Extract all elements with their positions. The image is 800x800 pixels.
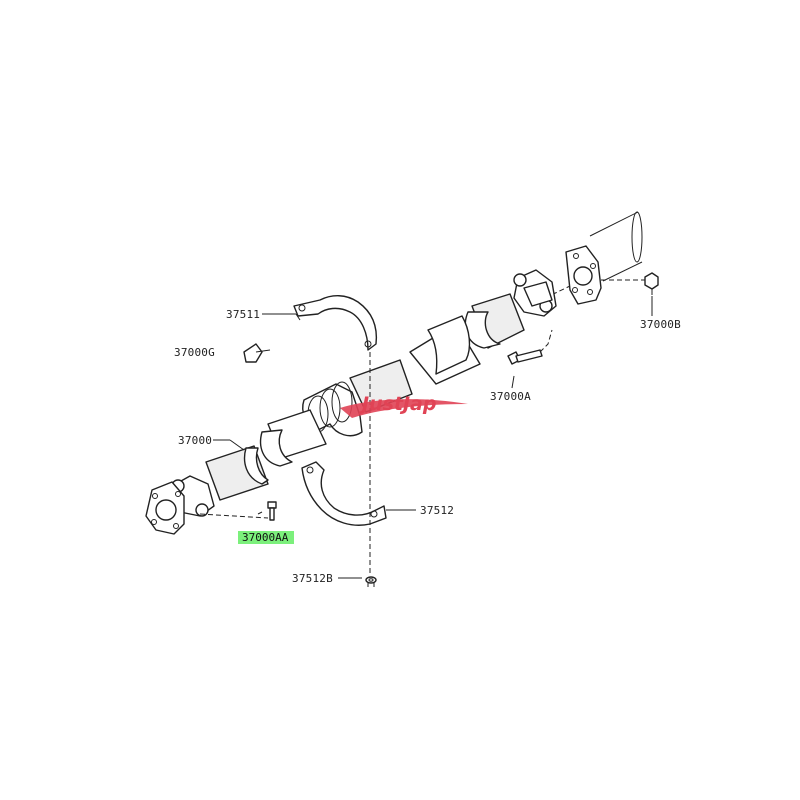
label-37000AA[interactable]: 37000AA [242,531,289,544]
center-bracket-upper [293,295,378,351]
label-37512[interactable]: 37512 [420,504,454,517]
washer-37512B [365,576,377,587]
differential-stub [565,211,643,305]
front-shaft-tube [205,445,269,501]
center-bracket-lower [301,461,387,526]
label-37000B[interactable]: 37000B [640,318,681,331]
front-flange [145,481,185,535]
rear-universal-joint [513,269,557,317]
label-37000A[interactable]: 37000A [490,390,531,403]
watermark-text: JustJap [358,393,436,415]
bolt-37000AA [257,501,277,521]
rear-shaft-tube [409,293,525,385]
highlight-marker [238,531,294,544]
label-37512B[interactable]: 37512B [292,572,333,585]
label-37511[interactable]: 37511 [226,308,260,321]
center-bearing-boot [259,359,413,467]
watermark-logo: JustJap [340,393,468,418]
label-37000[interactable]: 37000 [178,434,212,447]
label-37000G[interactable]: 37000G [174,346,215,359]
nut-37000B [644,272,659,295]
bolt-37000A [507,349,543,365]
leader-lines [213,296,653,579]
bushing-37000G [243,343,271,363]
